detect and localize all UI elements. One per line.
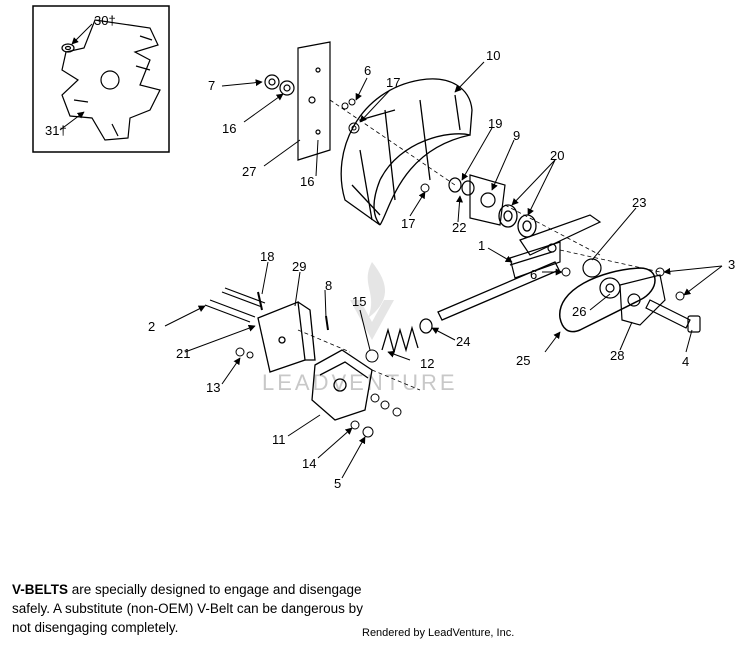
callout-6-mid: 6 bbox=[530, 267, 537, 282]
callout-13: 13 bbox=[206, 380, 220, 395]
part-27-plate bbox=[297, 41, 331, 161]
callout-19: 19 bbox=[488, 116, 502, 131]
callout-8: 8 bbox=[325, 278, 332, 293]
leader-lines bbox=[164, 61, 723, 479]
callout-9: 9 bbox=[513, 128, 520, 143]
part-19-22-9-bearing bbox=[448, 174, 506, 226]
part-8-pin bbox=[325, 315, 329, 331]
part-25-v-belt bbox=[559, 267, 656, 333]
callout-31: 31† bbox=[45, 123, 67, 138]
part-14-5-hardware bbox=[350, 393, 402, 438]
callout-10: 10 bbox=[486, 48, 500, 63]
part-20-bearings bbox=[498, 204, 537, 238]
v-belt-warning-bold: V-BELTS bbox=[12, 582, 69, 597]
callout-4: 4 bbox=[682, 354, 689, 369]
callout-1: 1 bbox=[478, 238, 485, 253]
callout-22: 22 bbox=[452, 220, 466, 235]
part-12-spring bbox=[381, 325, 419, 355]
callout-7: 7 bbox=[208, 78, 215, 93]
callout-14: 14 bbox=[302, 456, 316, 471]
part-6-nut bbox=[561, 267, 571, 277]
part-11-block bbox=[311, 349, 373, 421]
callout-17-top: 17 bbox=[386, 75, 400, 90]
callout-30: 30† bbox=[94, 13, 116, 28]
part-1-shaft bbox=[437, 251, 560, 321]
part-28-belt-cover bbox=[619, 274, 666, 326]
callout-16-top: 16 bbox=[222, 121, 236, 136]
callout-15: 15 bbox=[352, 294, 366, 309]
callout-29: 29 bbox=[292, 259, 306, 274]
callout-16-bottom: 16 bbox=[300, 174, 314, 189]
v-belt-warning-text: are specially designed to engage and dis… bbox=[12, 582, 363, 635]
callout-24: 24 bbox=[456, 334, 470, 349]
part-6-17-hardware bbox=[341, 98, 430, 193]
v-belt-warning-note: V-BELTS are specially designed to engage… bbox=[12, 580, 372, 637]
part-26-pulley bbox=[582, 258, 621, 299]
part-3-bolts bbox=[655, 267, 685, 301]
watermark-text: LEADVENTURE bbox=[262, 370, 458, 395]
callout-2: 2 bbox=[148, 319, 155, 334]
callout-28: 28 bbox=[610, 348, 624, 363]
part-2-bolts bbox=[204, 287, 266, 323]
callout-27: 27 bbox=[242, 164, 256, 179]
part-24-bushing bbox=[419, 318, 433, 334]
rendered-by-credit: Rendered by LeadVenture, Inc. bbox=[362, 627, 515, 639]
callout-12: 12 bbox=[420, 356, 434, 371]
callout-18: 18 bbox=[260, 249, 274, 264]
assembly-guide-lines bbox=[297, 99, 661, 391]
callout-21: 21 bbox=[176, 346, 190, 361]
watermark-logo bbox=[350, 262, 394, 340]
part-4-bolt bbox=[645, 299, 701, 333]
callout-25: 25 bbox=[516, 353, 530, 368]
leader-30 bbox=[71, 23, 93, 45]
callout-26: 26 bbox=[572, 304, 586, 319]
callout-20: 20 bbox=[550, 148, 564, 163]
callout-6-top: 6 bbox=[364, 63, 371, 78]
part-18-pin bbox=[257, 291, 263, 311]
callout-11: 11 bbox=[272, 432, 286, 447]
callout-3: 3 bbox=[728, 257, 735, 272]
part-13-hardware bbox=[235, 347, 254, 359]
leader-31 bbox=[59, 111, 85, 131]
part-23-plate bbox=[509, 214, 602, 279]
part-15-washer bbox=[365, 349, 379, 363]
part-7-nut bbox=[264, 74, 295, 96]
tine-plate-drawing bbox=[61, 19, 161, 141]
part-29-bracket bbox=[257, 301, 316, 373]
inset-box bbox=[32, 5, 170, 153]
callout-5: 5 bbox=[334, 476, 341, 491]
callout-23: 23 bbox=[632, 195, 646, 210]
callout-17-bottom: 17 bbox=[401, 216, 415, 231]
